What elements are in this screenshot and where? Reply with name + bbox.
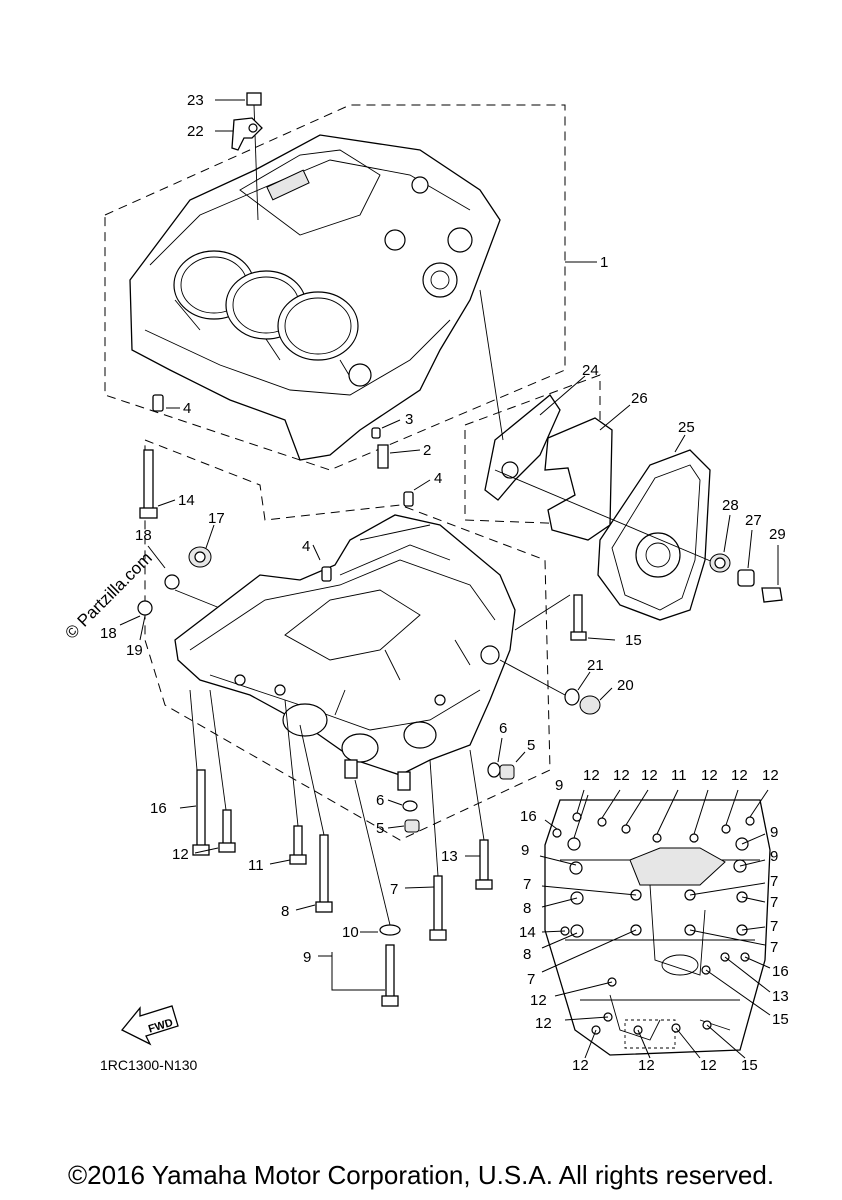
upper-crankcase-frame <box>104 104 597 471</box>
callout-5-lower: 5 <box>376 820 384 837</box>
dowels-upper <box>152 394 421 469</box>
inset-callout-14: 14 <box>519 924 536 941</box>
plug-5-gasket-6-lower <box>387 799 420 833</box>
callout-7: 7 <box>390 881 398 898</box>
inset-callout-8-a: 8 <box>523 900 531 917</box>
lower-crankcase-frame <box>144 439 551 841</box>
callout-1: 1 <box>600 254 608 271</box>
callout-labels: 23 22 1 4 3 2 24 26 25 28 27 29 14 18 17… <box>100 92 789 1074</box>
callout-6-lower: 6 <box>376 792 384 809</box>
callout-14: 14 <box>178 492 195 509</box>
callout-28: 28 <box>722 497 739 514</box>
callout-3: 3 <box>405 411 413 428</box>
inset-callout-12-k: 12 <box>700 1057 717 1074</box>
inset-bolt-holes <box>552 812 755 1035</box>
inset-callout-12-d: 12 <box>701 767 718 784</box>
callout-18-a: 18 <box>135 527 152 544</box>
callout-8: 8 <box>281 903 289 920</box>
inset-callout-13: 13 <box>772 988 789 1005</box>
upper-crankcase <box>129 134 501 461</box>
callout-16: 16 <box>150 800 167 817</box>
callout-12: 12 <box>172 846 189 863</box>
plug-20-gasket-21 <box>499 659 613 715</box>
inset-callout-12-h: 12 <box>535 1015 552 1032</box>
inset-callout-12-g: 12 <box>530 992 547 1009</box>
inset-callout-7-left-a: 7 <box>523 876 531 893</box>
dowels-lower <box>312 479 431 582</box>
callout-18-b: 18 <box>100 625 117 642</box>
callout-21: 21 <box>587 657 604 674</box>
callout-19: 19 <box>126 642 143 659</box>
callout-23: 23 <box>187 92 204 109</box>
inset-callout-11: 11 <box>671 767 687 784</box>
callout-4-lower-b: 4 <box>302 538 310 555</box>
callout-17: 17 <box>208 510 225 527</box>
inset-callout-7-right-a: 7 <box>770 873 778 890</box>
callout-15: 15 <box>625 632 642 649</box>
lower-crankcase <box>174 514 516 791</box>
bolt-14 <box>139 449 176 519</box>
inset-callout-7-right-d: 7 <box>770 939 778 956</box>
inset-callout-15-b: 15 <box>741 1057 758 1074</box>
fwd-arrow: FWD <box>120 1005 179 1046</box>
callout-10: 10 <box>342 924 359 941</box>
callout-4-upper: 4 <box>183 400 191 417</box>
callout-5-right: 5 <box>527 737 535 754</box>
plug-5-gasket-6-right <box>487 737 526 780</box>
inset-callout-15-a: 15 <box>772 1011 789 1028</box>
lower-bolts <box>179 689 493 1007</box>
callout-2: 2 <box>423 442 431 459</box>
inset-callout-12-j: 12 <box>638 1057 655 1074</box>
inset-callout-16-b: 16 <box>772 963 789 980</box>
callout-11: 11 <box>248 857 264 874</box>
callout-9: 9 <box>303 949 311 966</box>
callout-4-lower-a: 4 <box>434 470 442 487</box>
inset-callout-9-left: 9 <box>521 842 529 859</box>
callout-25: 25 <box>678 419 695 436</box>
callout-24: 24 <box>582 362 599 379</box>
bolt-15-upper <box>514 594 616 641</box>
cover-group <box>464 289 783 621</box>
inset-callout-9-top: 9 <box>555 777 563 794</box>
bottom-view-inset <box>539 789 771 1059</box>
inset-callout-12-f: 12 <box>762 767 779 784</box>
inset-callout-9-right-b: 9 <box>770 848 778 865</box>
inset-callout-12-a: 12 <box>583 767 600 784</box>
inset-callout-7-left-b: 7 <box>527 971 535 988</box>
inset-callout-7-right-c: 7 <box>770 918 778 935</box>
inset-callout-16-a: 16 <box>520 808 537 825</box>
bracket-bolt-23-22 <box>215 92 263 221</box>
callout-22: 22 <box>187 123 204 140</box>
callout-26: 26 <box>631 390 648 407</box>
diagram-code: 1RC1300-N130 <box>100 1057 197 1073</box>
callout-13: 13 <box>441 848 458 865</box>
copyright-footer: ©2016 Yamaha Motor Corporation, U.S.A. A… <box>67 1160 775 1190</box>
inset-leader-lines <box>539 789 771 1059</box>
callout-6-right: 6 <box>499 720 507 737</box>
inset-callout-12-c: 12 <box>641 767 658 784</box>
inset-callout-12-i: 12 <box>572 1057 589 1074</box>
inset-callout-8-b: 8 <box>523 946 531 963</box>
inset-callout-12-e: 12 <box>731 767 748 784</box>
inset-callout-9-right-a: 9 <box>770 824 778 841</box>
callout-29: 29 <box>769 526 786 543</box>
callout-20: 20 <box>617 677 634 694</box>
inset-callout-12-b: 12 <box>613 767 630 784</box>
callout-27: 27 <box>745 512 762 529</box>
inset-callout-7-right-b: 7 <box>770 894 778 911</box>
